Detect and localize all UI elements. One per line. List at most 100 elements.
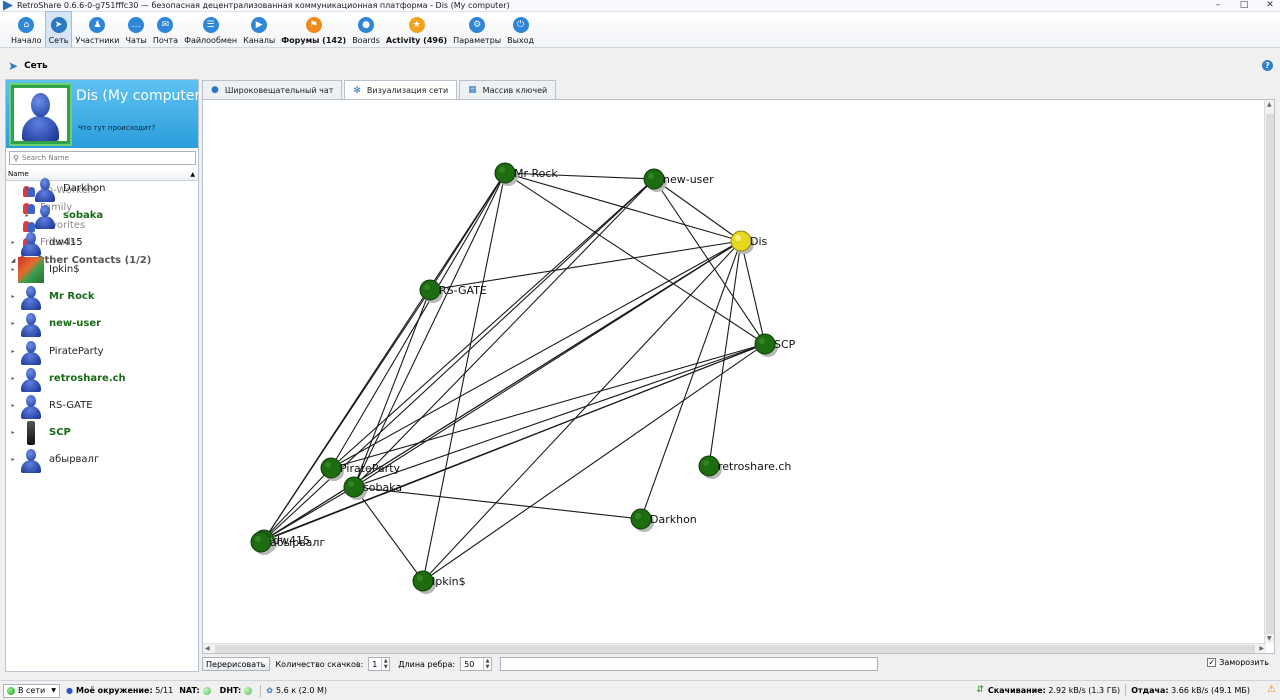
expand-arrow-icon[interactable]: ▸ [11,266,15,273]
maximize-icon[interactable]: □ [1239,0,1249,10]
horizontal-scrollbar[interactable]: ◀ ▶ [203,643,1266,653]
toolbar-button-channels[interactable]: ▶Каналы [240,11,278,47]
person-icon [32,176,58,202]
graph-node-label: dw415 [273,534,310,547]
contact-item[interactable]: ▸SCP [8,419,71,446]
graph-edge [260,343,766,543]
contact-item[interactable]: ▸sobaka [22,202,103,229]
contact-item[interactable]: ▸абырвалг [8,446,99,473]
contact-item[interactable]: ▸dw415 [8,229,83,256]
channels-icon: ▶ [251,17,268,33]
expand-arrow-icon[interactable]: ▸ [11,375,15,382]
main-toolbar: ⌂Начало➤Сеть♟Участники … Чаты✉Почта☰Файлоо… [0,11,1280,48]
toolbar-button-people[interactable]: ♟Участники [72,11,122,47]
edge-length-spinbox[interactable]: 50 ▲▼ [460,657,493,671]
hops-spinbox[interactable]: 1 ▲▼ [368,657,391,671]
graph-node-dis[interactable]: Dis [730,230,768,254]
graph-node-abyrvalg[interactable]: абырвалг [250,531,325,555]
scroll-left-icon[interactable]: ◀ [205,645,210,652]
expand-arrow-icon[interactable]: ▸ [11,429,15,436]
expand-arrow-icon[interactable]: ▸ [11,456,15,463]
download-value: 2.92 kB/s (1.3 ГБ) [1048,685,1121,695]
scroll-thumb[interactable] [215,645,1255,653]
graph-node-pirateparty[interactable]: PirateParty [320,457,401,481]
toolbar-button-network[interactable]: ➤Сеть [44,11,73,47]
contact-item[interactable]: ▸new-user [8,310,101,337]
toolbar-button-home[interactable]: ⌂Начало [8,11,45,47]
vertical-scrollbar[interactable]: ▲ ▼ [1264,100,1274,643]
toolbar-button-settings[interactable]: ⚙Параметры [450,11,504,47]
graph-node-mr-rock[interactable]: Mr Rock [494,162,558,186]
expand-arrow-icon[interactable]: ▸ [11,293,15,300]
expand-arrow-icon[interactable]: ▸ [25,212,29,219]
toolbar-button-mail[interactable]: ✉Почта [150,11,181,47]
graph-node-ipkin[interactable]: Ipkin$ [412,570,466,594]
graph-node-retroshare[interactable]: retroshare.ch [698,455,791,479]
graph-node-scp[interactable]: SCP [754,333,796,357]
graph-edge [353,172,506,488]
expand-arrow-icon[interactable]: ▸ [11,348,15,355]
toolbar-button-label: Начало [11,36,42,45]
graph-edge [263,289,431,541]
graph-node-new-user[interactable]: new-user [643,168,714,192]
chat-icon: … [128,17,145,33]
scroll-down-icon[interactable]: ▼ [1267,635,1272,642]
spin-arrows-icon[interactable]: ▲▼ [483,658,491,670]
tab-chat[interactable]: ●Широковещательный чат [202,80,343,99]
graph-edge [353,343,766,488]
contact-group[interactable]: Family [12,199,72,216]
toolbar-button-files[interactable]: ☰Файлообмен [181,11,240,47]
relayout-button[interactable]: Перерисовать [202,657,270,671]
close-icon[interactable]: ✕ [1266,0,1274,10]
contact-item[interactable]: ▸retroshare.ch [8,365,126,392]
help-icon[interactable]: ? [1262,60,1273,71]
profile-status-message[interactable]: Что тут происходит? [78,124,156,132]
scroll-thumb[interactable] [1266,114,1274,634]
warning-icon[interactable]: ⚠ [1267,684,1276,695]
online-status-select[interactable]: В сети ▼ [3,683,60,698]
contact-item[interactable]: ▸RS-GATE [8,392,93,419]
contact-item[interactable]: ▸PirateParty [8,338,104,365]
contact-item[interactable]: ▸Mr Rock [8,283,95,310]
expand-arrow-icon[interactable]: ◢ [10,257,16,264]
spin-arrows-icon[interactable]: ▲▼ [381,658,389,670]
search-input[interactable] [22,154,190,162]
toolbar-button-label: Участники [75,36,120,45]
toolbar-button-label: Чаты [125,36,147,45]
expand-arrow-icon[interactable]: ▸ [11,320,15,327]
name-column-header[interactable]: Name ▲ [6,170,198,181]
tab-keyring[interactable]: ▦Массив ключей [459,80,557,99]
graph-edge [653,178,742,242]
checkbox-checked-icon[interactable]: ✓ [1207,658,1217,667]
graph-node-label: SCP [774,338,796,351]
contact-item[interactable]: ▸Ipkin$ [8,256,80,283]
toolbar-button-forums[interactable]: ⚑Форумы (142) [278,11,349,47]
contact-group[interactable]: Co-Workers [12,182,97,199]
avatar[interactable] [9,83,72,146]
boards-icon: ● [358,17,375,33]
graph-node-sobaka[interactable]: sobaka [343,476,402,500]
toolbar-button-power[interactable]: ⏻Выход [504,11,537,47]
tab-network-graph[interactable]: ✻Визуализация сети [344,80,458,100]
toolbar-button-boards[interactable]: ●Boards [349,11,383,47]
group-label: Friends [40,237,76,248]
freeze-checkbox[interactable]: ✓ Заморозить [1207,658,1269,667]
filter-input[interactable] [500,657,879,671]
scroll-right-icon[interactable]: ▶ [1259,645,1264,652]
toolbar-button-chat[interactable]: … Чаты [122,11,149,47]
expand-arrow-icon[interactable]: ▸ [11,402,15,409]
person-icon [18,339,44,365]
graph-node-rs-gate[interactable]: RS-GATE [419,279,487,303]
graph-node-darkhon[interactable]: Darkhon [630,508,697,532]
expand-arrow-icon[interactable]: ▸ [25,185,29,192]
expand-arrow-icon[interactable]: ▸ [11,239,15,246]
hops-value: 1 [372,659,378,669]
graph-node-label: RS-GATE [439,284,487,297]
minimize-icon[interactable]: – [1215,0,1221,10]
contact-item[interactable]: ▸Darkhon [22,175,106,202]
toolbar-button-activity[interactable]: ★Activity (496) [383,11,450,47]
contact-group[interactable]: Favorites [12,217,85,234]
scroll-up-icon[interactable]: ▲ [1267,101,1272,108]
